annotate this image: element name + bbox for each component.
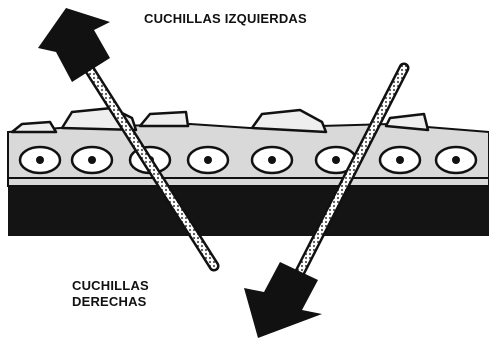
right-cutters-label: CUCHILLAS DERECHAS <box>72 278 149 310</box>
saw-chain <box>7 106 489 187</box>
cutter-tooth <box>138 110 190 128</box>
cutter-tooth <box>10 120 58 134</box>
left-cutters-label: CUCHILLAS IZQUIERDAS <box>144 11 307 26</box>
cutter-tooth <box>384 112 430 132</box>
right-cutters-label-line1: CUCHILLAS <box>72 278 149 293</box>
arrow-down-left-icon <box>244 62 410 338</box>
right-cutters-label-line2: DERECHAS <box>72 294 147 309</box>
guide-bar <box>8 186 489 236</box>
cutter-tooth <box>250 108 328 134</box>
arrow-up-left-icon <box>38 8 220 272</box>
